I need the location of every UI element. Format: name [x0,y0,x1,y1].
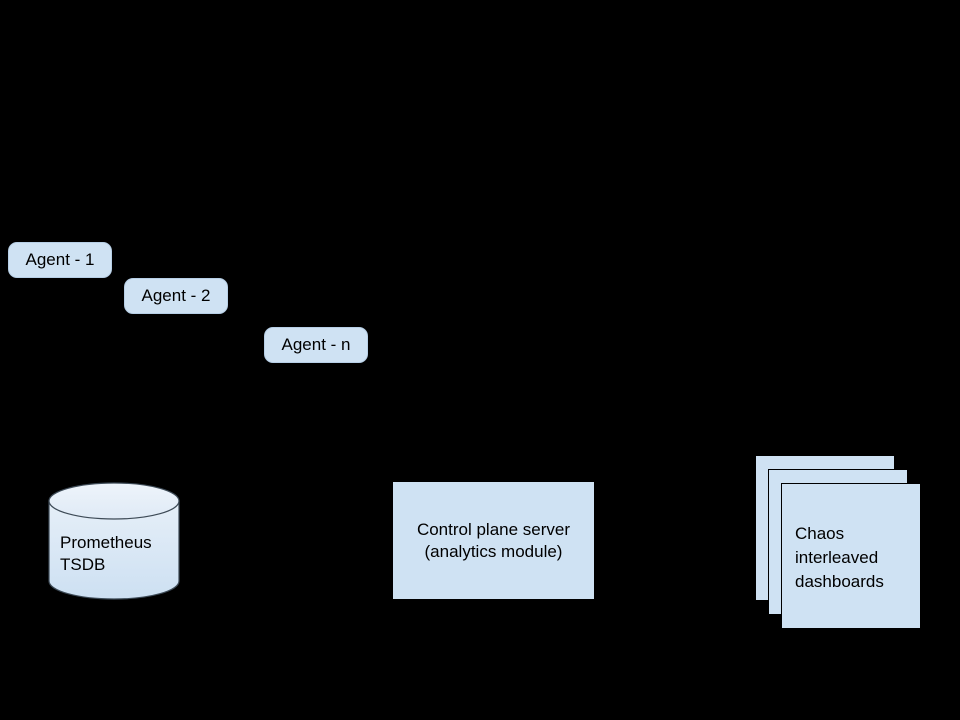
agent-node-n-label: Agent - n [281,335,351,354]
arrow-right-icon [610,531,768,545]
chaos-dashboard-layer-front[interactable]: Chaos interleaved dashboards [781,483,921,629]
prometheus-tsdb-label: Prometheus TSDB [60,533,152,574]
control-plane-to-dashboards-arrow [610,528,770,548]
chaos-dashboards-label: Chaos interleaved dashboards [795,524,884,591]
chaos-dashboards-node[interactable]: Chaos interleaved dashboards [755,455,921,629]
agent-node-2[interactable]: Agent - 2 [124,278,228,314]
control-plane-server-node[interactable]: Control plane server (analytics module) [393,482,594,599]
agent-node-2-label: Agent - 2 [141,286,211,305]
agent-node-1[interactable]: Agent - 1 [8,242,112,278]
agent-node-1-label: Agent - 1 [25,250,95,269]
control-plane-server-label: Control plane server (analytics module) [416,519,571,561]
agent-node-n[interactable]: Agent - n [264,327,368,363]
prometheus-tsdb-node[interactable]: Prometheus TSDB [48,482,180,600]
cylinder-shape-icon [48,482,180,600]
